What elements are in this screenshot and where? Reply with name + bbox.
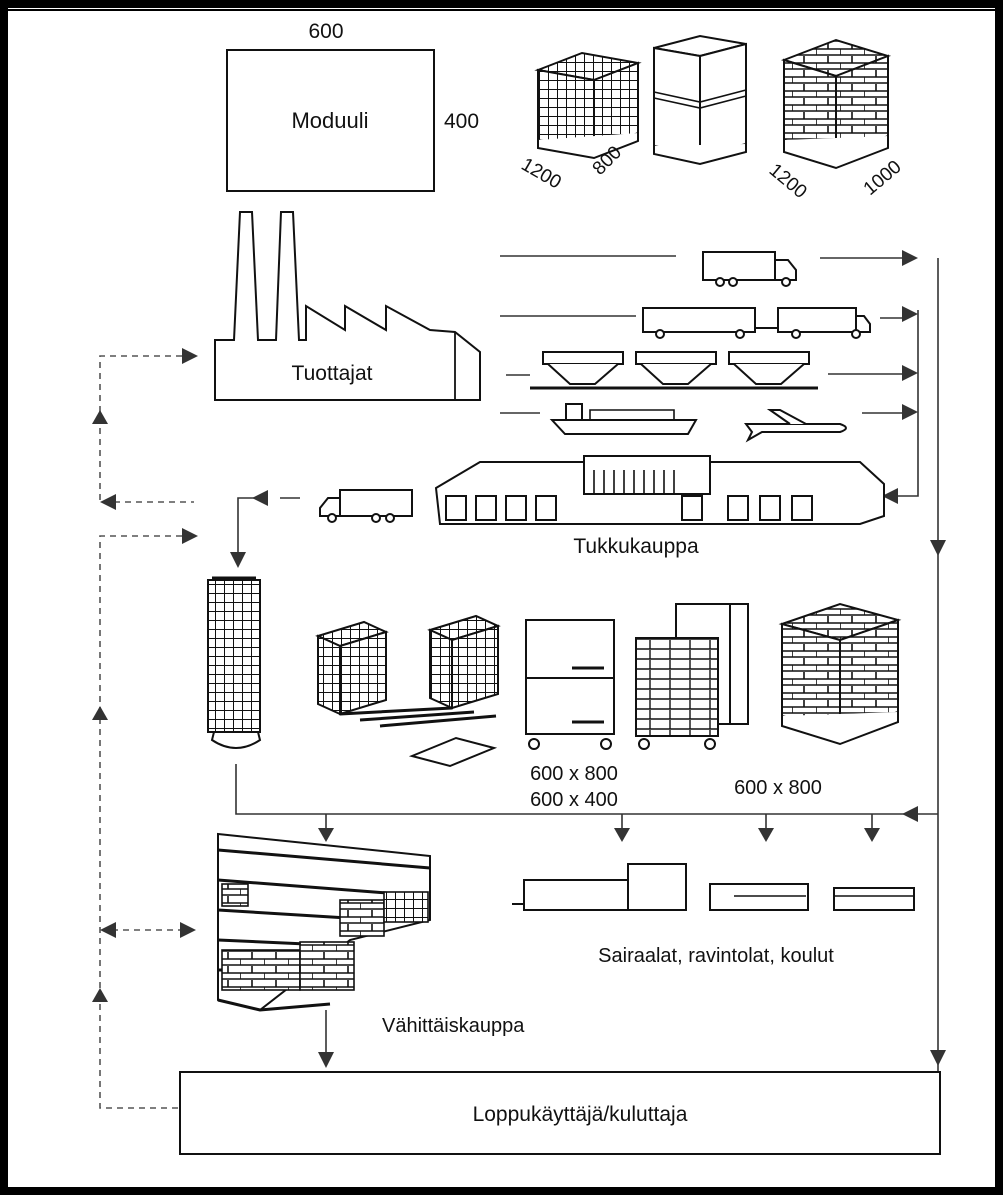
wholesale-outbound-line (238, 498, 300, 552)
arrow-trailer (902, 306, 918, 322)
truck-icon (703, 252, 796, 286)
module-height-label: 400 (444, 110, 479, 133)
wrapped-pallet-icon (654, 36, 746, 164)
ship-icon (552, 404, 696, 434)
truck-trailer-icon (643, 308, 870, 338)
delivery-truck-icon (320, 490, 412, 522)
pallet-length-label: 1200 (518, 154, 565, 193)
retail-label: Vähittäiskauppa (382, 1015, 525, 1037)
roll-cage-icon: 600 x 800 600 x 400 (526, 620, 618, 811)
stacked-pallet-icon: 1200 1000 (765, 40, 906, 203)
arrow-to-institution-1 (614, 828, 630, 842)
rail-wagon-icon (530, 352, 818, 388)
collector-line (898, 310, 918, 496)
arrow-down-wholesale (230, 552, 246, 568)
factory-icon: Tuottajat (215, 212, 480, 400)
hospital-building-icon (512, 864, 686, 910)
module-width-label: 600 (308, 20, 343, 43)
arrow-to-institution-3 (864, 828, 880, 842)
arrow-rail (902, 365, 918, 381)
module-box: Moduuli 600 400 (227, 20, 479, 191)
airplane-icon (746, 410, 846, 440)
roll-container-size-2: 600 x 400 (530, 789, 618, 811)
arrow-to-retail (318, 828, 334, 842)
arrow-ship (902, 404, 918, 420)
arrow-to-institution-2 (758, 828, 774, 842)
stacked-pallet-length-label: 1200 (765, 160, 811, 203)
shopping-cart-cage-icon (636, 604, 748, 749)
institutions-label: Sairaalat, ravintolat, koulut (598, 945, 834, 967)
roll-container-size-1: 600 x 800 (530, 763, 618, 785)
grid-pallet-icon: 1200 800 (518, 53, 639, 193)
wholesale-label: Tukkukauppa (573, 535, 699, 558)
warehouse-icon (436, 456, 884, 524)
arrow-down-right-1 (930, 540, 946, 556)
tall-container-icon (208, 578, 260, 748)
feedback-lines (92, 348, 198, 1108)
stacked-pallet-width-label: 1000 (860, 157, 906, 200)
producers-label: Tuottajat (292, 362, 373, 385)
pallet-stack-pair-icon (318, 616, 498, 766)
school-building-icon (834, 888, 914, 910)
arrow-truck (902, 250, 918, 266)
end-user-label: Loppukäyttäjä/kuluttaja (473, 1103, 688, 1126)
arrow-retail-to-consumer (318, 1052, 334, 1068)
retail-shelves-icon: Vähittäiskauppa (218, 834, 525, 1037)
module-label: Moduuli (291, 108, 368, 133)
outer-frame (4, 4, 999, 1191)
stacked-pallet-large-icon: 600 x 800 (734, 604, 898, 799)
arrow-down-right-2 (930, 1050, 946, 1066)
arrow-into-distribution (902, 806, 918, 822)
arrow-left-wholesale (252, 490, 268, 506)
pallet-size-label: 600 x 800 (734, 777, 822, 799)
restaurant-building-icon (710, 884, 808, 910)
